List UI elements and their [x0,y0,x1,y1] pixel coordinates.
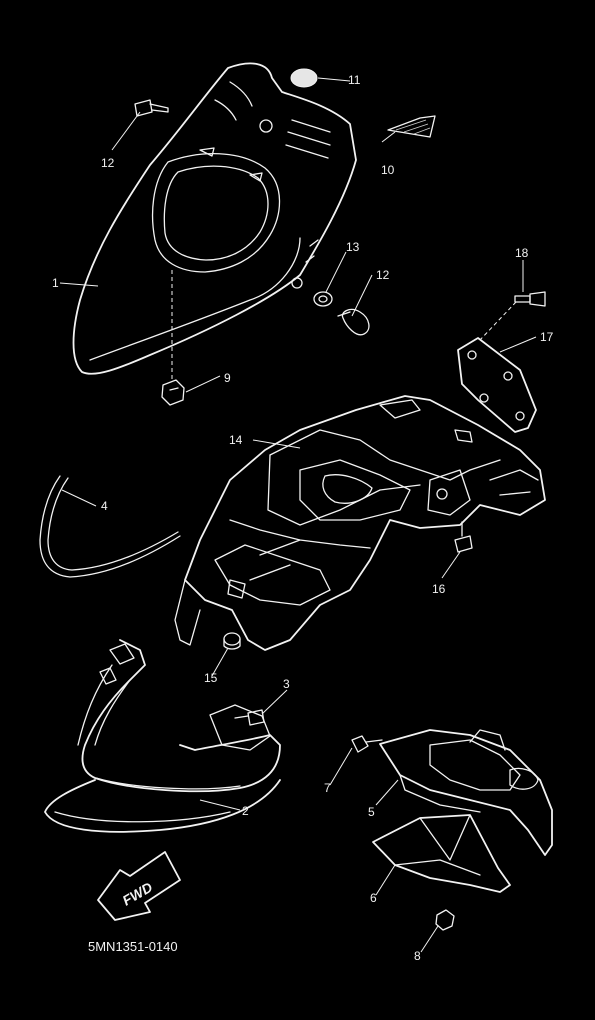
plate-part [387,115,436,138]
fwd-label: FWD [120,879,156,909]
callout-15: 15 [204,671,218,685]
callout-16: 16 [432,582,446,596]
callout-10: 10 [381,163,395,177]
callout-8: 8 [414,949,421,963]
bolt-part [479,291,546,341]
bolt-part-7 [351,735,383,753]
callout-13: 13 [346,240,360,254]
callout-5: 5 [368,805,375,819]
nut-part-8 [435,909,455,931]
callout-17: 17 [540,330,554,344]
bracket-part [457,337,537,433]
callout-4: 4 [101,499,108,513]
grommet-part [223,632,241,650]
callout-3: 3 [283,677,290,691]
callout-1: 1 [52,276,59,290]
callout-12-top: 12 [101,156,115,170]
tail-cowl-part [72,62,357,375]
nut-part [161,270,185,406]
washer-part [313,291,333,307]
callout-7: 7 [324,781,331,795]
callout-14: 14 [229,433,243,447]
cap-part [290,68,318,88]
callout-11: 11 [348,73,361,87]
fwd-arrow-icon: FWD [97,851,181,921]
callout-9: 9 [224,371,231,385]
lower-fender-part [379,729,553,856]
screw-part [134,99,370,336]
grab-bar-part [44,639,281,833]
bolt-part-3 [234,709,265,726]
seal-strip-part [39,475,181,578]
mud-flap-part [372,814,511,893]
callout-2: 2 [242,804,249,818]
leader-lines [59,77,537,953]
callout-18: 18 [515,246,529,260]
callout-6: 6 [370,891,377,905]
screw-part-16 [454,521,473,553]
drawing-code: 5MN1351-0140 [88,939,178,954]
callout-12-right: 12 [376,268,390,282]
fender-part [174,395,546,651]
